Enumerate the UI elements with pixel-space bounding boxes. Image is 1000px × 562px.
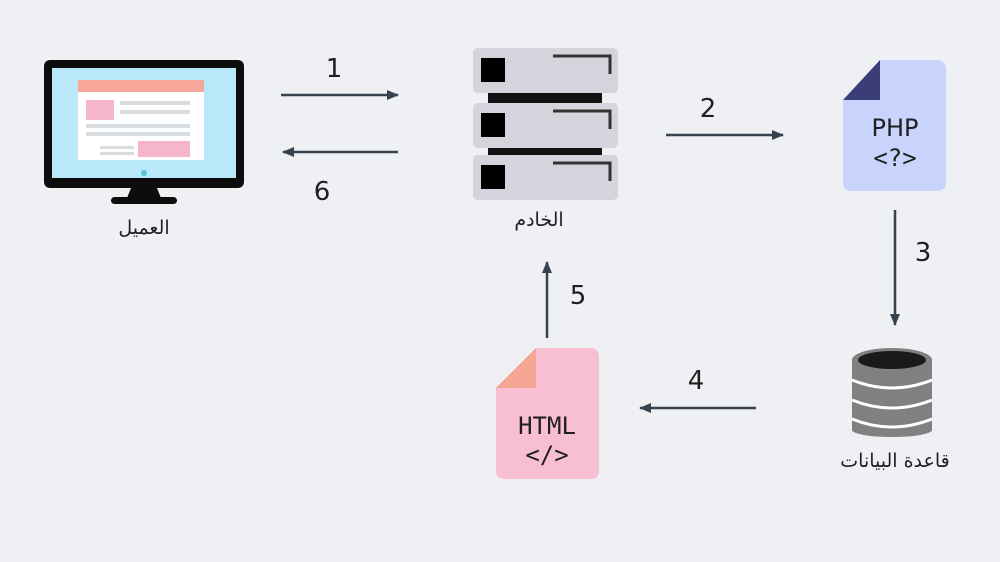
php-file-icon: PHP <?> bbox=[843, 60, 946, 191]
step-1-number: 1 bbox=[325, 54, 343, 84]
monitor-icon bbox=[44, 60, 244, 204]
client-label: العميل bbox=[118, 217, 170, 239]
step-5-number: 5 bbox=[569, 281, 587, 311]
html-file-title: HTML bbox=[518, 412, 576, 440]
php-file-tag: <?> bbox=[873, 144, 916, 172]
database-icon bbox=[851, 348, 933, 437]
server-label: الخادم bbox=[514, 209, 564, 231]
step-3-number: 3 bbox=[914, 238, 932, 268]
step-4-number: 4 bbox=[687, 366, 705, 396]
html-file-tag: </> bbox=[525, 441, 568, 469]
step-2-number: 2 bbox=[699, 94, 717, 124]
html-file-icon: HTML </> bbox=[496, 348, 599, 479]
server-rack-icon bbox=[473, 48, 618, 200]
php-file-title: PHP bbox=[872, 114, 919, 142]
database-label: قاعدة البيانات bbox=[840, 450, 950, 472]
step-6-number: 6 bbox=[313, 177, 331, 207]
